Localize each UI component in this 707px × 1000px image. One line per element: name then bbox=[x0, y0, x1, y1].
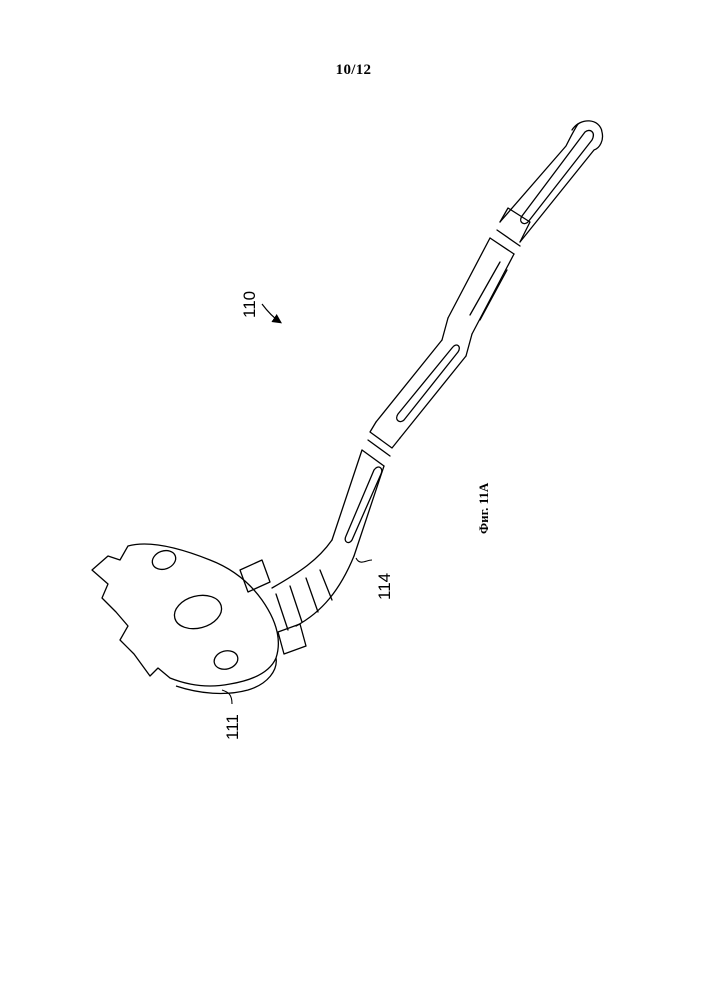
label-110: 110 bbox=[240, 291, 259, 318]
arm-part bbox=[240, 121, 603, 654]
plate-part bbox=[92, 544, 278, 694]
label-111: 111 bbox=[223, 714, 242, 740]
label-114-leader bbox=[356, 558, 372, 562]
label-114: 114 bbox=[375, 573, 394, 600]
label-111-leader bbox=[222, 690, 232, 704]
figure-caption: Фиг. 11А bbox=[476, 482, 491, 534]
label-110-arrow bbox=[262, 304, 280, 322]
